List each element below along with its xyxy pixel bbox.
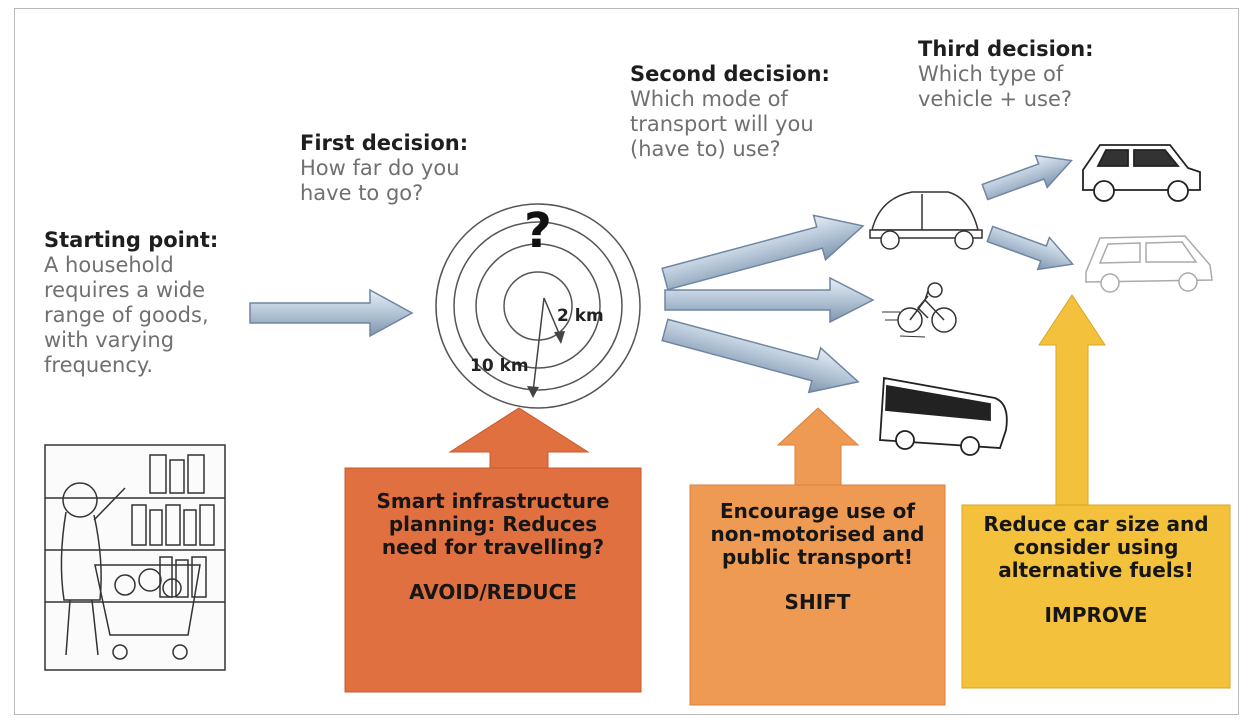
starting-point-title: Starting point:	[44, 228, 219, 252]
first-decision-text: How far do you have to go?	[300, 156, 460, 205]
improve-box: Reduce car size and consider using alter…	[972, 513, 1220, 627]
second-decision-text: Which mode of transport will you (have t…	[630, 87, 814, 161]
shift-text: Encourage use of non-motorised and publi…	[710, 499, 925, 569]
first-decision-block: First decision: How far do you have to g…	[300, 131, 500, 206]
flow-arrow-start-to-first	[249, 288, 414, 338]
avoid-box: Smart infrastructure planning: Reduces n…	[358, 490, 628, 604]
flow-arrow-to-bus	[661, 318, 860, 394]
second-decision-block: Second decision: Which mode of transport…	[630, 62, 845, 162]
avoid-label: AVOID/REDUCE	[409, 580, 577, 604]
suv-icon	[1082, 144, 1201, 202]
improve-text: Reduce car size and consider using alter…	[983, 512, 1209, 582]
compact-car-icon	[1085, 235, 1213, 293]
distance-rings	[435, 203, 641, 409]
flow-arrow-to-bike	[664, 276, 875, 324]
shift-label: SHIFT	[784, 590, 851, 614]
small-car-icon	[869, 191, 983, 250]
shopper-illustration	[44, 444, 226, 671]
first-decision-title: First decision:	[300, 131, 469, 155]
starting-point-text: A household requires a wide range of goo…	[44, 253, 209, 377]
avoid-arrow	[344, 407, 642, 693]
third-decision-block: Third decision: Which type of vehicle + …	[918, 37, 1128, 112]
distance-question-mark: ?	[524, 203, 552, 259]
third-decision-text: Which type of vehicle + use?	[918, 62, 1073, 111]
second-decision-title: Second decision:	[630, 62, 830, 86]
bus-icon	[879, 376, 1008, 456]
third-decision-title: Third decision:	[918, 37, 1094, 61]
flow-arrow-to-suv	[981, 154, 1073, 201]
improve-label: IMPROVE	[1044, 603, 1148, 627]
shift-box: Encourage use of non-motorised and publi…	[705, 500, 930, 614]
starting-point-block: Starting point: A household requires a w…	[44, 228, 249, 378]
flow-arrow-to-compact	[986, 225, 1075, 271]
flow-arrow-to-car	[661, 214, 865, 291]
distance-label-2km: 2 km	[557, 306, 604, 326]
diagram-frame	[14, 8, 1239, 715]
cyclist-icon	[882, 282, 957, 338]
distance-label-10km: 10 km	[470, 356, 529, 376]
shift-arrow	[689, 407, 946, 706]
avoid-text: Smart infrastructure planning: Reduces n…	[376, 489, 610, 559]
improve-arrow	[961, 294, 1231, 689]
